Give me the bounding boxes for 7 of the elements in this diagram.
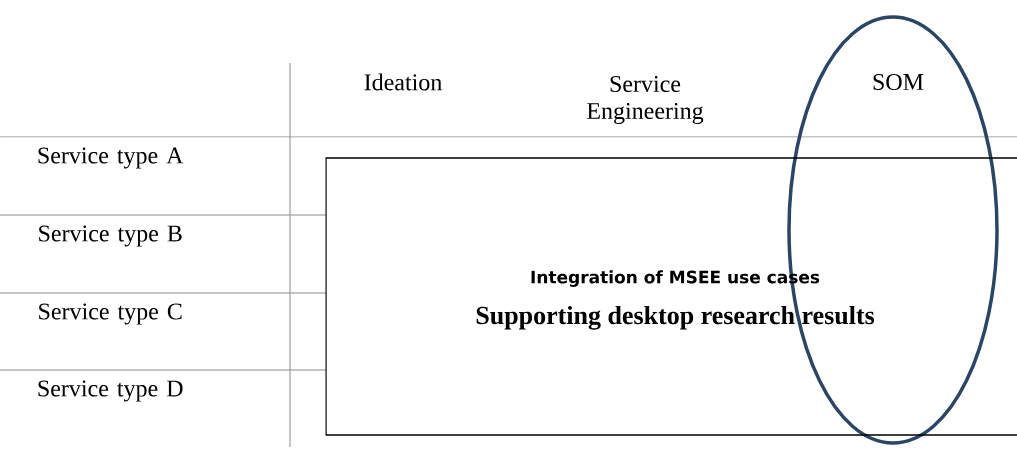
- column-header: Ideation: [364, 73, 442, 91]
- row-label: Service type C: [39, 303, 182, 325]
- row-label: Service type A: [38, 147, 184, 169]
- row-label: Service type D: [38, 380, 183, 402]
- row-label: Service type B: [39, 225, 182, 247]
- column-header: Service Engineering: [587, 75, 704, 125]
- column-header: SOM: [873, 73, 924, 91]
